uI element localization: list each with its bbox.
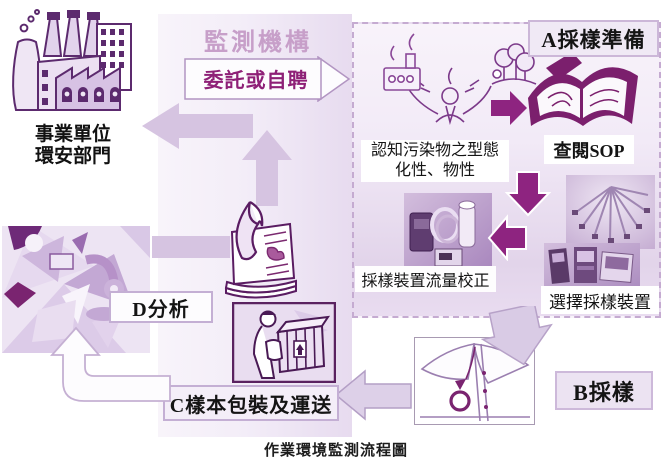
report-document-icon xyxy=(224,201,297,299)
right-arrow-dark xyxy=(491,91,527,125)
up-arrow xyxy=(242,130,292,206)
stage-a-box: A採樣準備 xyxy=(528,20,659,57)
left-arrow-dark xyxy=(487,214,527,261)
left-arrow-to-packing xyxy=(334,369,412,421)
open-book-icon xyxy=(528,52,638,126)
commission-label: 委託或自聘 xyxy=(203,70,309,92)
flow-calibration-photo xyxy=(404,193,492,272)
calibrate-flow-label: 採樣裝置流量校正 xyxy=(355,266,496,292)
factory-label: 事業單位 環安部門 xyxy=(14,124,132,168)
courier-crate-icon xyxy=(232,302,336,383)
factory-icon xyxy=(12,9,132,111)
stage-b-box: B採樣 xyxy=(555,371,653,410)
recognize-line2: 化性、物性 xyxy=(394,162,475,179)
down-arrow-to-sampling xyxy=(480,306,553,366)
sampling-tubes-photo xyxy=(566,175,655,249)
monitoring-org-label: 監測機構 xyxy=(204,30,312,56)
down-arrow-dark xyxy=(504,171,552,217)
recognize-line1: 認知污染物之型態 xyxy=(370,142,499,159)
factory-label-line1: 事業單位 xyxy=(34,124,111,145)
left-arrow-to-factory xyxy=(142,103,253,149)
recognize-pollutant-label: 認知污染物之型態 化性、物性 xyxy=(361,140,509,182)
stage-d-box: D分析 xyxy=(109,291,213,323)
connector-bar-d-to-report xyxy=(152,236,230,258)
factory-label-line2: 環安部門 xyxy=(34,146,111,167)
sampling-devices-photo xyxy=(544,243,640,290)
select-device-label: 選擇採樣裝置 xyxy=(541,286,659,314)
check-sop-label: 查閱SOP xyxy=(544,135,634,164)
commission-arrow: 委託或自聘 xyxy=(184,56,352,102)
lab-analysis-icon xyxy=(2,226,150,353)
diagram-caption: 作業環境監測流程圖 xyxy=(263,442,408,459)
elbow-arrow-to-analysis xyxy=(50,326,171,402)
thinker-icon xyxy=(383,33,537,125)
stage-c-box: C樣本包裝及運送 xyxy=(163,385,339,421)
